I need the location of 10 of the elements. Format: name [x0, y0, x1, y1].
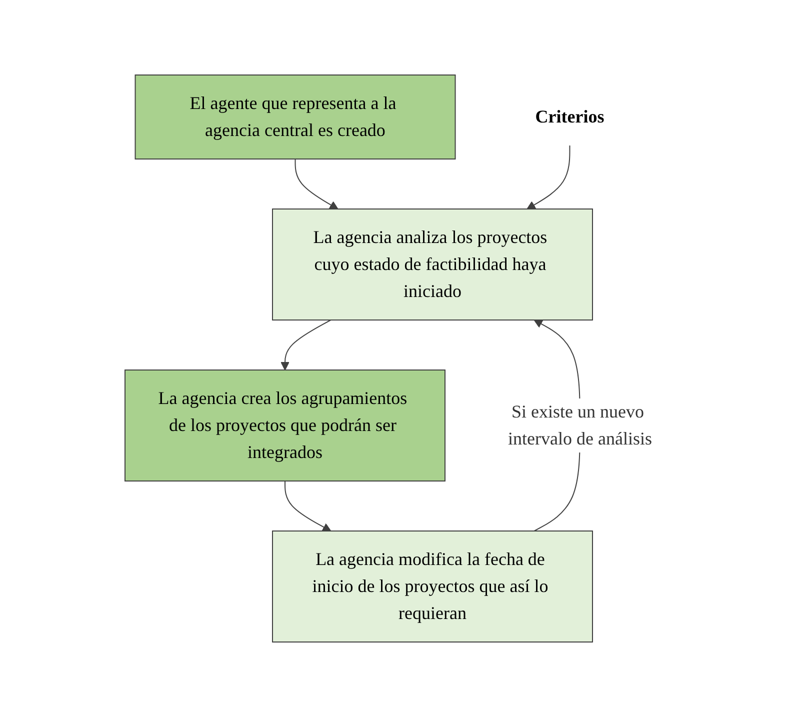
node-text: Criterios	[534, 106, 604, 126]
arrow	[280, 319, 331, 370]
node-box: La agencia crea los agrupamientos de los proyectos que podrán ser integrados	[124, 369, 445, 481]
edge-label: Si existe un nuevo intervalo de análisis	[508, 401, 652, 448]
node-box: El agente que representa a la agencia central es creado	[134, 74, 456, 159]
arrow	[294, 158, 338, 209]
node-box: La agencia modifica la fecha de inicio de los proyectos que así lo requieran	[272, 530, 592, 642]
node-box: La agencia analiza los proyectos cuyo estado de factibilidad haya iniciado	[272, 208, 592, 320]
arrow	[284, 480, 331, 531]
arrow	[526, 144, 570, 209]
